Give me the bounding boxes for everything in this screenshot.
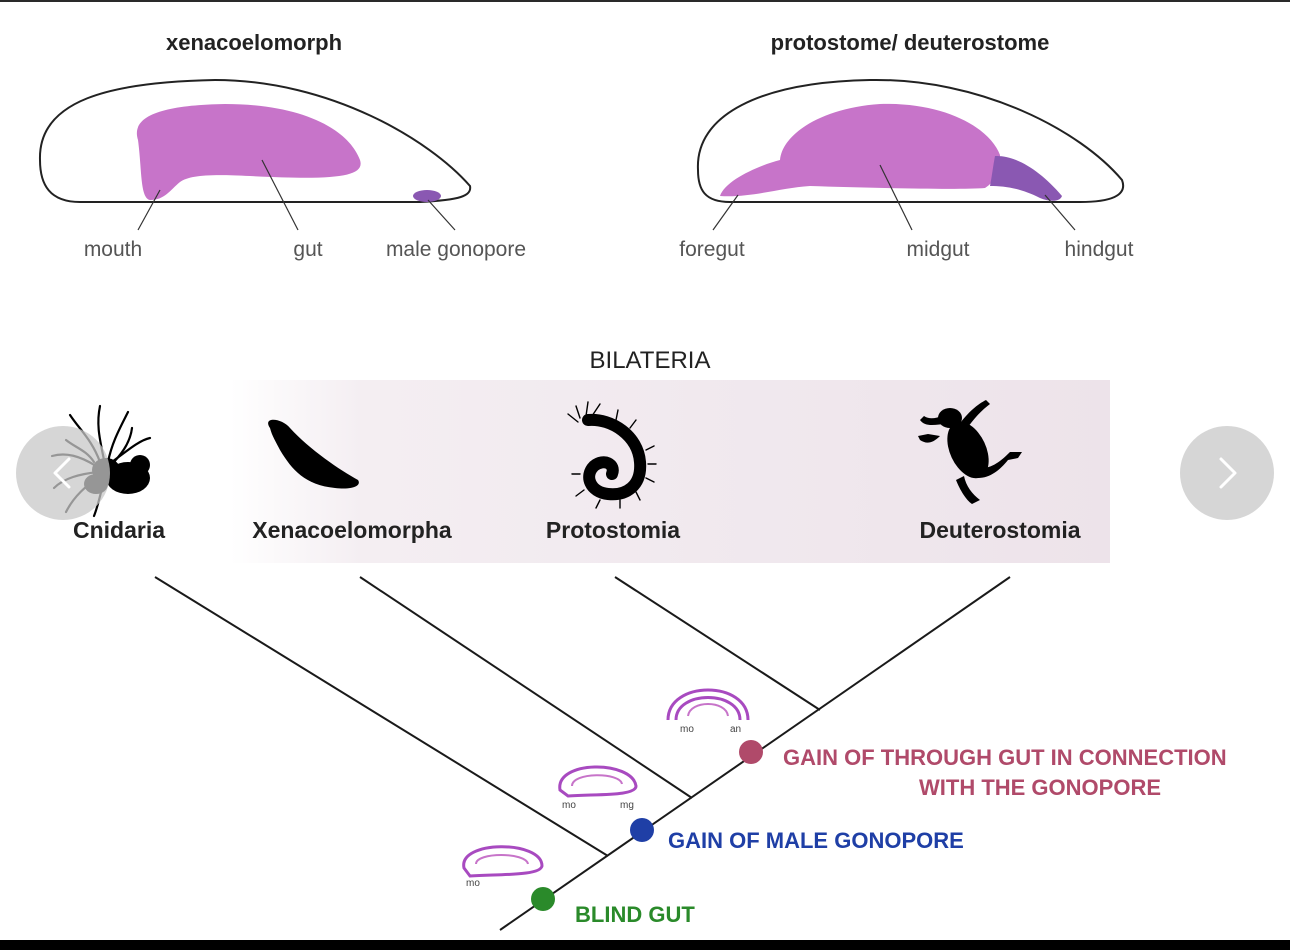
blind-gut-node xyxy=(531,887,555,911)
through-gut-node xyxy=(739,740,763,764)
through-gut-label-line1: GAIN OF THROUGH GUT IN CONNECTION xyxy=(783,745,1227,770)
gonopore-gut-icon: mo mg xyxy=(558,765,638,811)
midgut-region xyxy=(720,103,1000,197)
gonopore-gut-mg-label: mg xyxy=(620,800,634,811)
xenacoelomorph-gut xyxy=(136,104,361,200)
bilaterian-body-outline xyxy=(696,78,1125,203)
bilateria-label: BILATERIA xyxy=(590,347,711,374)
through-gut-label-line2: WITH THE GONOPORE xyxy=(919,775,1161,800)
branch-protostomia xyxy=(614,576,821,711)
through-gut-an-label: an xyxy=(730,724,741,735)
taxon-label-protostomia: Protostomia xyxy=(546,517,680,543)
hindgut-region xyxy=(990,155,1062,201)
gonopore-leader-line xyxy=(427,199,456,231)
blind-gut-mo-label: mo xyxy=(466,878,480,889)
protostomia-silhouette-icon xyxy=(567,401,657,509)
mouth-label: mouth xyxy=(84,238,142,261)
chevron-left-icon xyxy=(53,457,71,489)
chevron-right-icon xyxy=(1219,457,1237,489)
through-gut-mo-label: mo xyxy=(680,724,694,735)
male-gonopore-label: male gonopore xyxy=(386,238,526,261)
branch-cnidaria xyxy=(154,576,609,857)
xenacoelomorpha-silhouette-icon xyxy=(268,419,359,489)
male-gonopore-node xyxy=(630,818,654,842)
bottom-bar xyxy=(0,940,1290,950)
deuterostomia-silhouette-icon xyxy=(918,400,1022,504)
protostome-deuterostome-title: protostome/ deuterostome xyxy=(771,30,1050,55)
taxon-label-cnidaria: Cnidaria xyxy=(73,517,165,543)
taxon-label-deuterostomia: Deuterostomia xyxy=(919,517,1080,543)
previous-slide-button[interactable] xyxy=(16,426,110,520)
midgut-label: midgut xyxy=(906,238,969,261)
xenacoelomorph-gonopore xyxy=(413,190,441,202)
xenacoelomorph-title: xenacoelomorph xyxy=(166,30,342,55)
next-slide-button[interactable] xyxy=(1180,426,1274,520)
gonopore-gut-mo-label: mo xyxy=(562,800,576,811)
blind-gut-event-label: BLIND GUT xyxy=(575,902,695,927)
taxon-label-xenacoelomorpha: Xenacoelomorpha xyxy=(252,517,452,543)
xenacoelomorph-body-outline xyxy=(38,78,472,203)
foregut-label: foregut xyxy=(679,238,745,261)
foregut-leader-line xyxy=(712,194,739,231)
midgut-leader-line xyxy=(879,164,913,231)
hindgut-label: hindgut xyxy=(1065,238,1134,261)
top-rule xyxy=(0,0,1290,2)
hindgut-leader-line xyxy=(1044,194,1076,231)
male-gonopore-event-label: GAIN OF MALE GONOPORE xyxy=(668,828,964,853)
gut-leader-line xyxy=(261,159,299,231)
branch-xenacoelomorpha xyxy=(359,576,693,799)
through-gut-icon: mo an xyxy=(666,688,750,735)
gut-label: gut xyxy=(293,238,322,261)
blind-gut-icon: mo xyxy=(462,845,544,889)
mouth-leader-line xyxy=(137,189,161,231)
